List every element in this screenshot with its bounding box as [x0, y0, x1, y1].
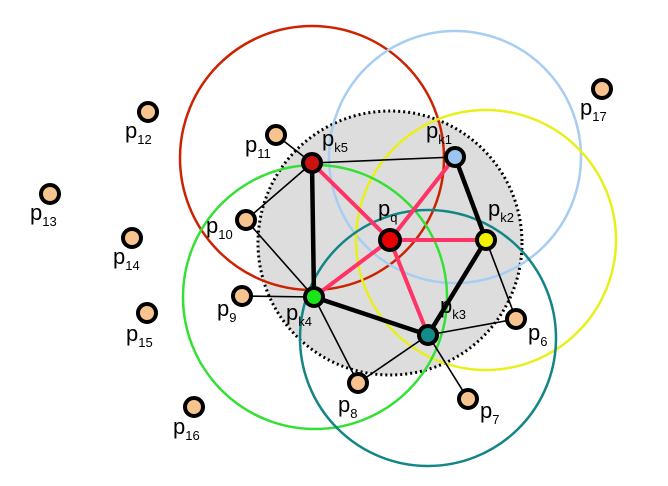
label-p13: p13	[30, 200, 57, 229]
circle-pk1	[327, 29, 583, 285]
thick-edges	[309, 154, 489, 338]
label-p11: p11	[245, 132, 271, 161]
label-pq: pq	[378, 196, 397, 225]
label-p10: p10	[206, 213, 233, 242]
label-p15: p15	[126, 321, 153, 350]
label-pk4: pk4	[286, 300, 312, 329]
point-p10	[235, 209, 257, 231]
label-p14: p14	[113, 244, 140, 273]
point-pk5	[301, 152, 323, 174]
point-pk1	[444, 146, 466, 168]
label-pk5: pk5	[322, 126, 348, 155]
point-p16	[183, 396, 205, 418]
label-p17: p17	[580, 95, 607, 124]
label-p7: p7	[480, 398, 499, 427]
point-p17	[591, 78, 613, 100]
point-p6	[505, 308, 527, 330]
query-edges	[310, 155, 488, 337]
label-pk3: pk3	[440, 293, 466, 322]
point-p14	[121, 227, 143, 249]
circle-pk2	[354, 108, 618, 372]
point-p13	[39, 183, 61, 205]
label-pk1: pk1	[426, 118, 452, 147]
point-p9	[231, 285, 253, 307]
point-pq	[378, 228, 402, 252]
label-pk2: pk2	[488, 196, 514, 225]
label-p12: p12	[125, 118, 152, 147]
point-pk2	[475, 229, 497, 251]
point-p7	[457, 388, 479, 410]
circle-pk3	[298, 208, 558, 468]
label-p6: p6	[528, 320, 547, 349]
label-p8: p8	[338, 392, 357, 421]
label-p16: p16	[173, 414, 200, 443]
point-p11	[265, 124, 287, 146]
point-p8	[347, 372, 369, 394]
point-p15	[136, 302, 158, 324]
point-p12	[137, 101, 159, 123]
label-p9: p9	[217, 296, 236, 325]
point-pk4	[303, 286, 325, 308]
point-pk3	[417, 324, 439, 346]
